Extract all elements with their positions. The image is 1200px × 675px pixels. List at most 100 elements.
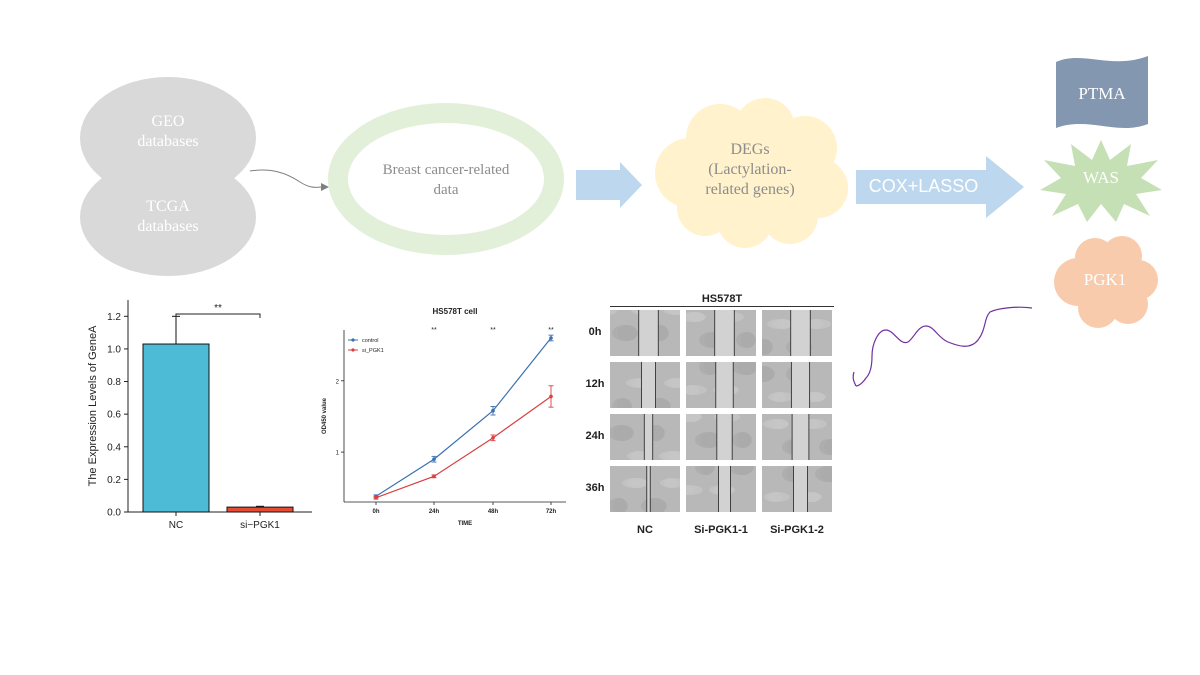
cell-texture [762, 339, 773, 355]
tcga-databases-node [80, 158, 256, 276]
cell-texture [728, 466, 754, 475]
y-tick-label: 1 [336, 451, 340, 457]
y-tick-label: 0.6 [107, 410, 121, 421]
cell-texture [699, 362, 719, 375]
cox-lasso-label: COX+LASSO [868, 176, 979, 196]
legend-marker [351, 338, 355, 342]
y-axis-label: OD450 value [322, 397, 328, 434]
series-line [375, 395, 552, 499]
legend-label: control [362, 338, 379, 344]
x-tick-label: 72h [546, 509, 557, 515]
data-point [549, 336, 553, 340]
significance-label: ** [214, 303, 222, 314]
y-tick-label: 0.4 [107, 442, 121, 453]
ptma-node [1056, 56, 1148, 128]
wound-image [762, 414, 832, 460]
cell-texture [612, 325, 638, 341]
pgk1-node [1054, 236, 1158, 328]
block-arrow-1 [576, 162, 642, 208]
cell-texture [612, 398, 632, 408]
wound-image [686, 362, 756, 408]
wound-col-label: NC [637, 524, 653, 536]
x-axis-label: TIME [458, 521, 472, 527]
wound-gap [793, 466, 808, 512]
cell-texture [663, 310, 680, 315]
cell-texture [695, 432, 721, 448]
degs-cloud-node [655, 98, 848, 248]
cell-texture [732, 432, 752, 448]
wound-gap [638, 310, 659, 356]
wound-col-label: Si-PGK1-1 [694, 524, 748, 536]
wound-gap [791, 362, 810, 408]
cell-texture [686, 414, 702, 422]
bar [226, 506, 294, 513]
data-point [491, 408, 495, 413]
wound-title-underline [610, 306, 834, 307]
cell-texture [610, 310, 617, 315]
y-tick-label: 1.0 [107, 344, 121, 355]
y-tick-label: 0.8 [107, 377, 121, 388]
y-tick-label: 0.0 [107, 508, 121, 519]
cell-texture [732, 362, 756, 375]
wound-row-label: 36h [585, 482, 605, 494]
wound-row-label: 0h [588, 326, 602, 338]
wound-row-label: 12h [585, 378, 605, 390]
cell-texture [610, 498, 628, 512]
x-tick-label: 0h [372, 509, 379, 515]
data-point [491, 436, 495, 440]
was-node [1040, 140, 1162, 222]
chart-title: HS578T cell [433, 307, 478, 316]
wound-gap [790, 310, 811, 356]
significance-label: ** [431, 327, 437, 334]
pgk1-label: PGK1 [1083, 270, 1127, 289]
data-point [549, 394, 553, 399]
wound-image [686, 414, 756, 460]
ptma-label: PTMA [1078, 84, 1126, 103]
y-axis-label: The Expression Levels of GeneA [87, 325, 99, 486]
cell-texture [668, 378, 680, 388]
cell-texture [695, 466, 715, 475]
x-tick-label: 48h [488, 509, 499, 515]
cell-texture [763, 419, 789, 429]
cell-texture [762, 366, 775, 382]
cell-texture [610, 425, 634, 441]
wound-image [762, 362, 832, 408]
bar [142, 343, 210, 513]
wound-title: HS578T [701, 293, 743, 305]
wound-gap [716, 414, 733, 460]
wound-gap [718, 466, 731, 512]
wound-gap [715, 362, 734, 408]
wound-gap [792, 414, 809, 460]
significance-label: ** [548, 327, 554, 334]
y-tick-label: 1.2 [107, 312, 121, 323]
cell-texture [736, 332, 756, 348]
x-tick-label: 24h [429, 509, 440, 515]
x-tick-label: si−PGK1 [240, 520, 280, 531]
was-label: WAS [1083, 168, 1119, 187]
x-tick-label: NC [169, 520, 183, 531]
cell-texture [772, 392, 786, 402]
significance-label: ** [490, 327, 496, 334]
wound-image [610, 414, 680, 460]
legend-label: si_PGK1 [362, 348, 384, 354]
wound-image [610, 362, 680, 408]
wound-image [686, 466, 756, 512]
wound-image [686, 310, 756, 356]
wound-gap [714, 310, 735, 356]
cell-texture [809, 319, 823, 329]
series-line [375, 337, 552, 497]
data-point [432, 457, 436, 462]
wound-gap [644, 414, 653, 460]
cox-lasso-arrow [856, 156, 1024, 218]
scribble-arrow [852, 306, 1033, 387]
y-tick-label: 2 [336, 379, 340, 385]
wound-image [762, 310, 832, 356]
cell-texture [686, 485, 695, 495]
connector-arrow [249, 169, 329, 191]
